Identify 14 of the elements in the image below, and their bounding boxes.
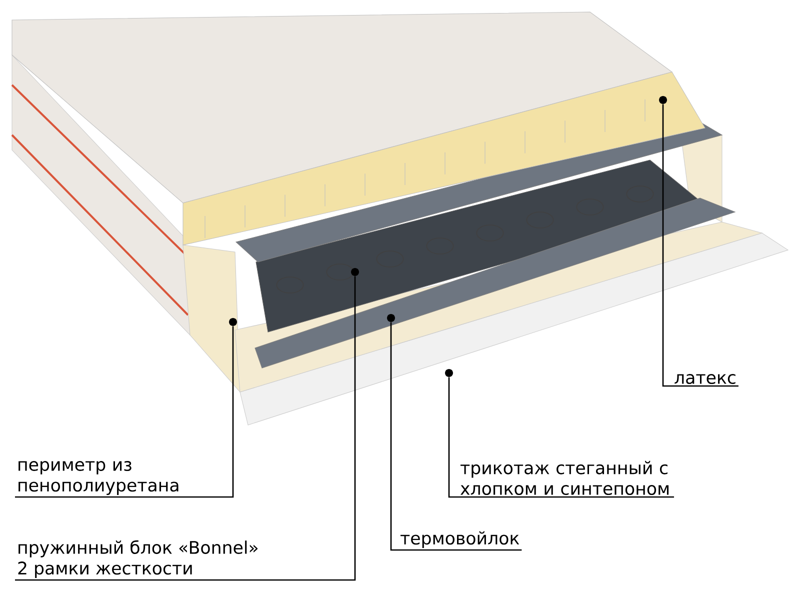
leader-line	[15, 326, 234, 498]
leader-label: термовойлок	[400, 531, 520, 548]
point-dot	[387, 314, 395, 322]
leader-label: пружинный блок «Bonnel» 2 рамки жесткости	[18, 540, 258, 578]
point-dot	[229, 318, 237, 326]
leader-label: латекс	[674, 374, 736, 384]
leader-label: периметр из пенополиуретана	[18, 461, 178, 495]
point-dot	[445, 369, 453, 377]
leader-line	[662, 104, 738, 387]
leader-label: трикотаж стеганный с хлопком и синтепоном	[460, 460, 669, 495]
leader-line	[448, 377, 674, 498]
point-dot	[351, 268, 359, 276]
point-dot	[659, 96, 667, 104]
leader-line	[15, 276, 356, 581]
